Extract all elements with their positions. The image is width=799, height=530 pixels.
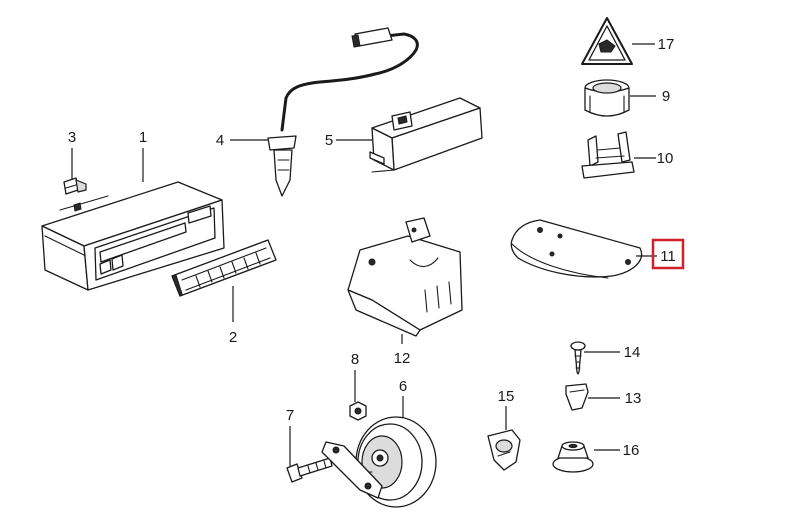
connector-housing-part[interactable] [584,79,630,117]
callout-8[interactable]: 8 [351,351,359,368]
callout-2[interactable]: 2 [229,329,237,346]
clip-nut-part[interactable] [565,383,589,411]
bolt-part[interactable] [286,457,333,483]
connector-clip-part[interactable] [581,131,635,179]
control-panel-part[interactable] [41,181,225,291]
callout-1[interactable]: 1 [139,129,147,146]
button-strip-part[interactable] [171,239,277,297]
nut-part[interactable] [349,401,367,421]
callout-labels: 1 2 3 4 5 6 7 8 9 10 11 12 13 14 15 16 1… [68,36,676,459]
callout-3[interactable]: 3 [68,129,76,146]
callout-5[interactable]: 5 [325,132,333,149]
callout-9[interactable]: 9 [662,88,670,105]
callout-11[interactable]: 11 [660,248,676,265]
selected-callout-highlight [651,238,685,270]
screw-part[interactable] [570,341,586,375]
callout-4[interactable]: 4 [216,132,224,149]
control-module-part[interactable] [369,97,483,173]
callout-13[interactable]: 13 [625,390,642,407]
callout-12[interactable]: 12 [394,350,411,367]
bracket-part[interactable] [347,217,463,337]
bulb-part[interactable] [63,177,87,195]
callout-6[interactable]: 6 [399,378,407,395]
temperature-sensor-part[interactable] [267,27,419,197]
callout-15[interactable]: 15 [498,388,515,405]
warning-triangle-part[interactable] [581,17,633,65]
callout-14[interactable]: 14 [624,344,641,361]
cover-plate-part[interactable] [510,219,643,279]
callout-7[interactable]: 7 [286,407,294,424]
callout-17[interactable]: 17 [658,36,675,53]
horn-bracket-part[interactable] [321,441,383,499]
callout-10[interactable]: 10 [657,150,674,167]
leader-lines [71,43,657,466]
callout-16[interactable]: 16 [623,442,640,459]
cable-clip-part[interactable] [487,429,521,471]
collar-nut-part[interactable] [552,441,594,473]
horn-part[interactable] [351,416,437,508]
